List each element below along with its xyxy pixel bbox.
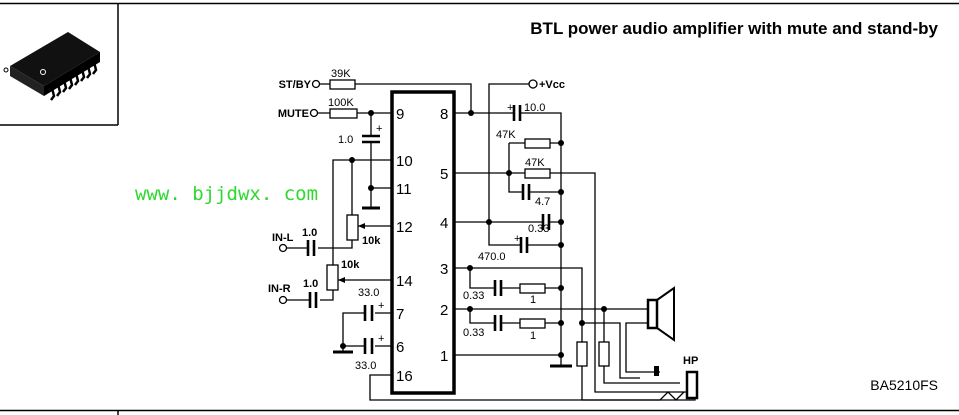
capacitor-470-label: 470.0 xyxy=(478,251,506,263)
resistor-pin3-label: 1 xyxy=(530,294,536,306)
pin-16-label: 16 xyxy=(396,368,413,385)
part-number: BA5210FS xyxy=(870,377,938,393)
capacitor-pin6 xyxy=(363,338,374,354)
capacitor-in-r xyxy=(308,292,318,308)
polarity-mark: + xyxy=(376,123,382,135)
resistor-47k-b-label: 47K xyxy=(525,157,545,169)
capacitor-pin3-label: 0.33 xyxy=(463,290,484,302)
pin-11-label: 11 xyxy=(396,181,412,198)
wires-right xyxy=(454,83,690,401)
polarity-mark: + xyxy=(507,102,513,114)
resistor-pin2 xyxy=(519,318,546,329)
pin-14-label: 14 xyxy=(396,273,413,290)
capacitor-in-l-label: 1.0 xyxy=(302,227,317,239)
page-title: BTL power audio amplifier with mute and … xyxy=(530,19,938,38)
vcc-terminal xyxy=(528,79,538,89)
pin-1-label: 1 xyxy=(440,348,448,365)
potentiometer-r-label: 10k xyxy=(341,259,360,271)
junction-dots xyxy=(340,110,607,358)
capacitor-in-l xyxy=(306,240,316,256)
resistor-39k xyxy=(329,79,356,90)
capacitor-pin7 xyxy=(363,305,374,321)
resistor-47k-a xyxy=(524,138,551,149)
pin-10-label: 10 xyxy=(396,153,413,170)
mute-terminal xyxy=(309,108,319,118)
capacitor-pin4 xyxy=(541,214,551,230)
resistor-pin2-label: 1 xyxy=(530,330,536,342)
potentiometer-r[interactable] xyxy=(326,264,339,291)
pin-2-label: 2 xyxy=(440,302,448,319)
resistor-47k-b xyxy=(524,168,551,179)
capacitor-pin6-label: 33.0 xyxy=(355,360,376,372)
pin-4-label: 4 xyxy=(440,215,448,232)
pin-12-label: 12 xyxy=(396,219,413,236)
pin-5-label: 5 xyxy=(440,166,448,183)
capacitor-4-7-label: 4.7 xyxy=(535,196,550,208)
pin-6-label: 6 xyxy=(396,339,404,356)
pin-8-label: 8 xyxy=(440,106,448,123)
capacitor-pin4-label: 0.33 xyxy=(528,223,549,235)
stby-label: ST/BY xyxy=(279,79,312,91)
polarity-mark: + xyxy=(514,233,520,245)
hp-label: HP xyxy=(683,355,698,367)
in-r-label: IN-R xyxy=(268,283,291,295)
pin-9-label: 9 xyxy=(396,106,404,123)
capacitor-mute-label: 1.0 xyxy=(338,134,353,146)
in-l-label: IN-L xyxy=(272,232,294,244)
resistor-39k-label: 39K xyxy=(331,68,351,80)
resistor-100k-label: 100K xyxy=(328,97,354,109)
resistor-pin3 xyxy=(519,283,546,294)
capacitor-pin2 xyxy=(493,315,503,331)
capacitor-pin8 xyxy=(512,105,522,121)
in-r-terminal xyxy=(278,295,288,305)
wires-left xyxy=(287,83,696,401)
sop16-chip-icon xyxy=(3,32,100,101)
polarity-mark: + xyxy=(378,300,384,312)
stby-terminal xyxy=(311,79,321,89)
potentiometer-l-label: 10k xyxy=(362,235,381,247)
capacitor-mute xyxy=(362,134,380,144)
resistor-47k-a-label: 47K xyxy=(496,129,516,141)
capacitor-pin3 xyxy=(493,280,503,296)
resistor-hp-b xyxy=(598,341,610,367)
resistor-100k xyxy=(329,108,358,119)
capacitor-pin2-label: 0.33 xyxy=(463,327,484,339)
watermark: www. bjjdwx. com xyxy=(135,183,318,205)
capacitor-470 xyxy=(519,237,529,253)
vcc-label: +Vcc xyxy=(539,79,565,91)
capacitor-4-7 xyxy=(521,184,531,200)
potentiometer-l[interactable] xyxy=(346,214,359,241)
capacitor-in-r-label: 1.0 xyxy=(303,278,318,290)
pin-3-label: 3 xyxy=(440,261,448,278)
resistor-hp-a xyxy=(576,341,588,367)
speaker-icon xyxy=(646,286,675,342)
ic-body xyxy=(390,90,456,395)
headphone-jack-icon xyxy=(654,366,699,400)
pin-7-label: 7 xyxy=(396,306,404,323)
in-l-terminal xyxy=(278,243,288,253)
polarity-mark: + xyxy=(378,333,384,345)
capacitor-pin7-label: 33.0 xyxy=(358,287,379,299)
capacitor-pin8-label: 10.0 xyxy=(524,102,545,114)
mute-label: MUTE xyxy=(278,108,309,120)
